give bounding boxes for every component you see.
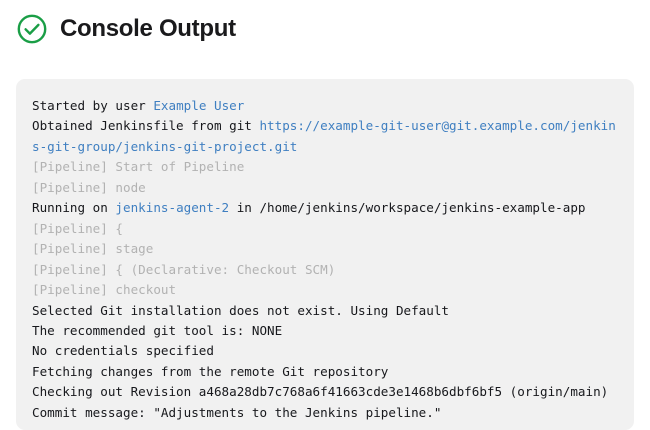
log-text: [Pipeline] { [32,220,123,236]
log-line-commit-message: Commit message: "Adjustments to the Jenk… [32,403,618,423]
log-text: The recommended git tool is: NONE [32,322,283,338]
log-line-pipeline-start-of-pipeline: [Pipeline] Start of Pipeline [32,157,618,177]
log-line-running-on-agent: Running on jenkins-agent-2 in /home/jenk… [32,198,618,218]
log-line-no-credentials-specified: No credentials specified [32,341,618,361]
log-text: Selected Git installation does not exist… [32,302,450,318]
log-line-pipeline-node: [Pipeline] node [32,178,618,198]
log-line-selected-git-installation: Selected Git installation does not exist… [32,301,618,321]
log-line-pipeline-checkout: [Pipeline] checkout [32,280,618,300]
log-text: [Pipeline] node [32,179,146,195]
log-text: [Pipeline] { (Declarative: Checkout SCM) [32,261,336,277]
log-line-checking-out-revision: Checking out Revision a468a28db7c768a6f4… [32,382,618,402]
log-text: Obtained Jenkinsfile from git [32,118,260,134]
log-link[interactable]: https://example-git-user@git.example.com… [32,118,616,154]
log-text: Commit message: "Adjustments to the Jenk… [32,404,442,420]
log-line-obtained-jenkinsfile: Obtained Jenkinsfile from git https://ex… [32,116,618,157]
log-line-recommended-git-tool: The recommended git tool is: NONE [32,321,618,341]
log-link[interactable]: Example User [153,98,245,113]
log-line-pipeline-declarative-checkout-scm: [Pipeline] { (Declarative: Checkout SCM) [32,260,618,280]
log-text: No credentials specified [32,343,214,359]
log-line-started-by-user: Started by user Example User [32,96,618,116]
log-line-fetching-changes: Fetching changes from the remote Git rep… [32,362,618,382]
log-link[interactable]: jenkins-agent-2 [115,200,230,216]
log-text: [Pipeline] Start of Pipeline [32,159,245,175]
log-text: [Pipeline] checkout [32,282,177,298]
log-line-pipeline-stage: [Pipeline] stage [32,239,618,259]
page-title: Console Output [60,15,236,42]
log-text: Checking out Revision a468a28db7c768a6f4… [32,384,609,400]
log-text: Fetching changes from the remote Git rep… [32,363,389,379]
log-text: Running on [32,200,116,216]
check-circle-icon [17,14,47,44]
log-text: in /home/jenkins/workspace/jenkins-examp… [229,200,586,216]
log-text: Started by user [32,98,154,113]
page-header: Console Output [0,0,650,44]
log-text: [Pipeline] stage [32,241,154,257]
log-line-pipeline-open-brace: [Pipeline] { [32,219,618,239]
